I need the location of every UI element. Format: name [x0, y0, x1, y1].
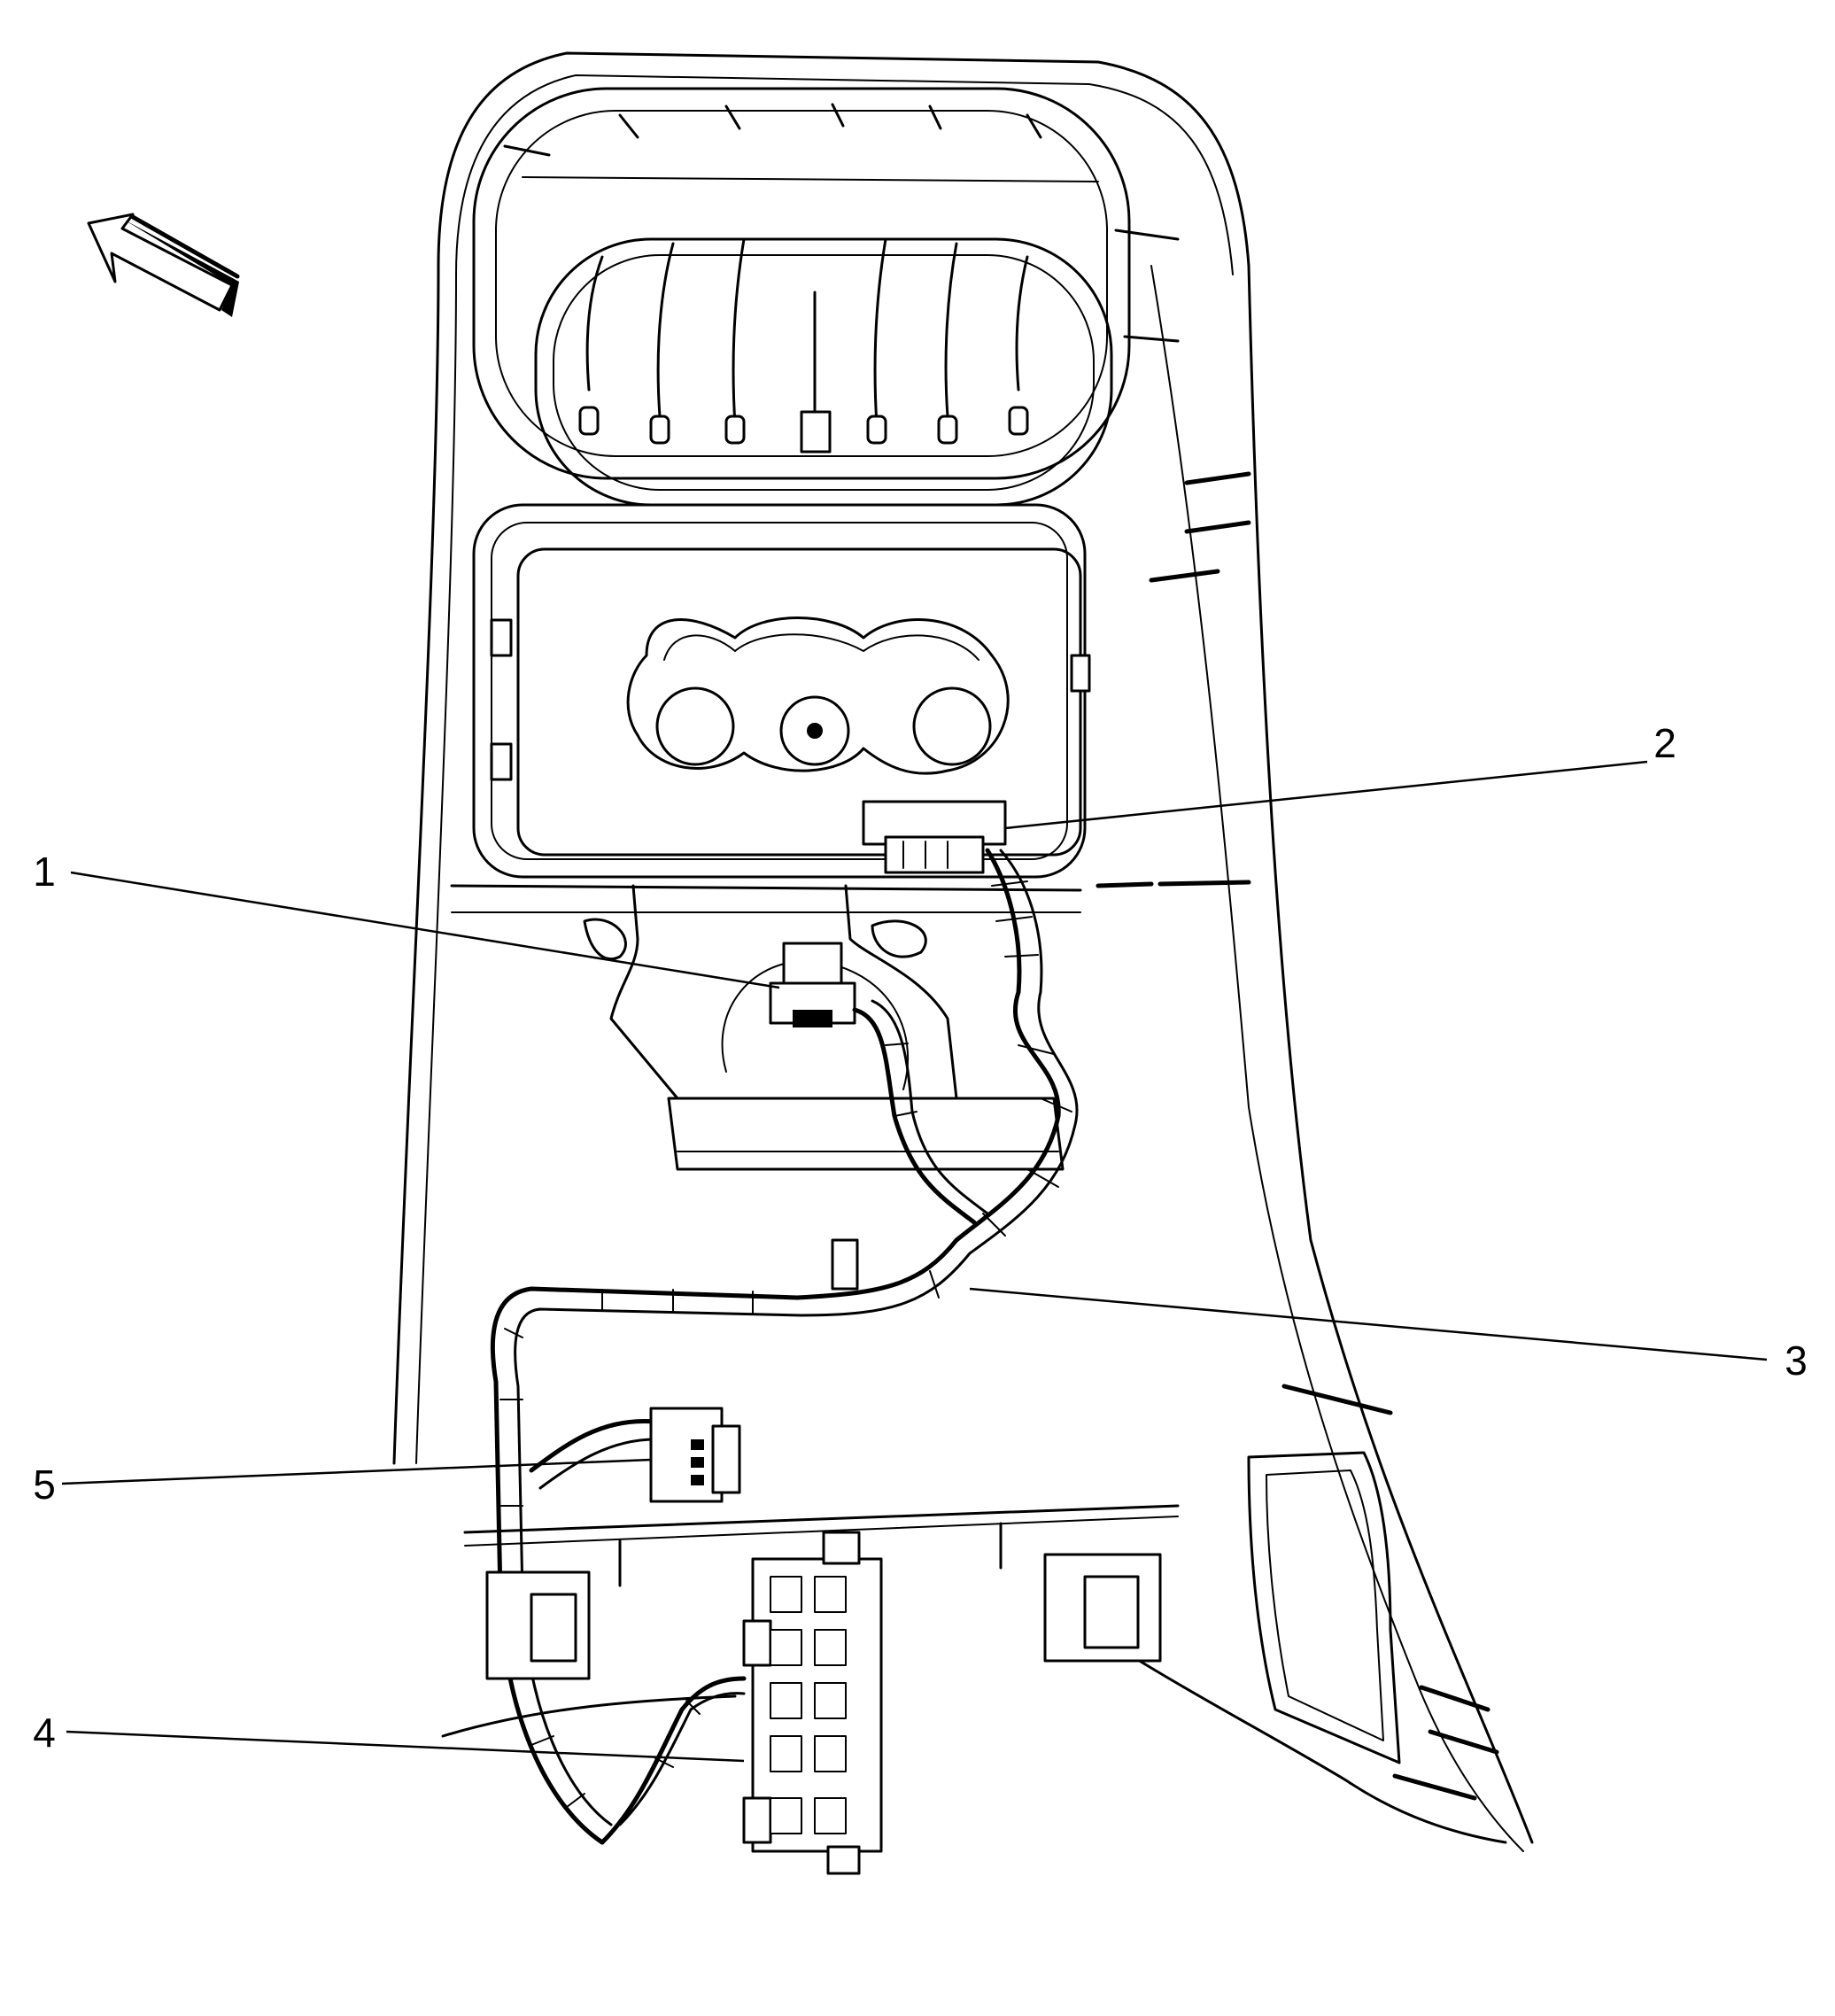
hvac-control-panel [450, 503, 1091, 913]
connector-5 [649, 1407, 741, 1503]
leader-5 [61, 1458, 652, 1485]
callout-leaders [61, 760, 1768, 1763]
leader-2 [1004, 760, 1648, 830]
callout-3: 3 [1785, 1338, 1808, 1384]
front-direction-arrow-icon [87, 213, 240, 317]
lower-shelf [441, 1451, 1401, 1764]
callout-labels: 1 2 3 4 5 [33, 720, 1808, 1756]
side-vent-slots [1096, 471, 1499, 1801]
connector-4 [742, 1531, 883, 1875]
console-trim-panel [392, 51, 1534, 1852]
leader-1 [70, 871, 780, 989]
connector-1 [769, 942, 856, 1027]
callout-1: 1 [33, 849, 56, 895]
leader-3 [969, 1287, 1768, 1361]
callout-2: 2 [1653, 720, 1676, 766]
lower-bracket [583, 884, 1065, 1171]
center-air-vent [472, 87, 1180, 507]
leader-4 [66, 1730, 745, 1763]
connector-2 [862, 800, 1007, 874]
callout-5: 5 [33, 1462, 56, 1508]
callout-4: 4 [33, 1710, 56, 1756]
